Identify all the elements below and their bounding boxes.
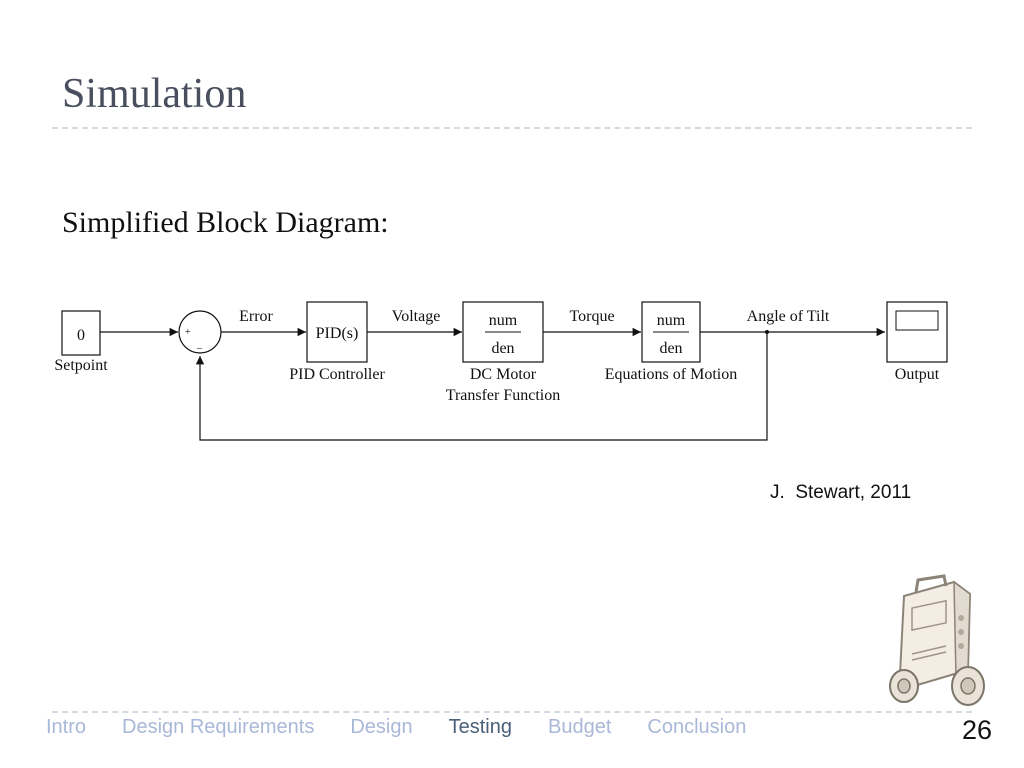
motor-caption-line1: DC Motor: [470, 366, 537, 383]
error-label: Error: [239, 308, 273, 325]
nav-item-budget[interactable]: Budget: [548, 716, 612, 738]
sum-minus-sign: –: [196, 343, 203, 354]
segway-robot-icon: [889, 574, 985, 706]
eom-caption: Equations of Motion: [605, 366, 737, 383]
page-number: 26: [962, 715, 993, 745]
angle-of-tilt-label: Angle of Tilt: [747, 308, 830, 325]
slide-title: Simulation: [62, 71, 247, 117]
feedback-loop: [195, 332, 768, 441]
pid-block: PID(s): [306, 301, 368, 363]
equations-of-motion-block: num den: [641, 301, 701, 363]
setpoint-block: 0: [61, 310, 101, 356]
setpoint-label: Setpoint: [54, 357, 108, 374]
motor-denominator: den: [491, 340, 514, 357]
nav-item-design[interactable]: Design: [350, 716, 413, 738]
footer-divider: [52, 711, 972, 713]
summing-junction: + –: [178, 310, 222, 354]
pid-caption: PID Controller: [289, 366, 385, 383]
pid-block-label: PID(s): [316, 325, 359, 342]
nav-item-design-requirements[interactable]: Design Requirements: [122, 716, 315, 738]
torque-label: Torque: [569, 308, 614, 325]
dc-motor-block: num den: [462, 301, 544, 363]
slide-subtitle: Simplified Block Diagram:: [62, 206, 389, 239]
nav-item-intro[interactable]: Intro: [46, 716, 87, 738]
motor-caption-line2: Transfer Function: [446, 387, 561, 404]
voltage-label: Voltage: [392, 308, 441, 325]
output-caption: Output: [895, 366, 940, 383]
eom-numerator: num: [657, 312, 686, 329]
image-credit: J. Stewart, 2011: [770, 482, 912, 503]
motor-numerator: num: [489, 312, 518, 329]
sum-plus-sign: +: [185, 327, 191, 338]
setpoint-value: 0: [77, 327, 85, 344]
output-scope-block: [886, 301, 948, 363]
title-divider: [52, 127, 972, 129]
section-nav: Intro Design Requirements Design Testing…: [46, 716, 782, 742]
eom-denominator: den: [659, 340, 682, 357]
nav-item-conclusion[interactable]: Conclusion: [647, 716, 747, 738]
nav-item-testing[interactable]: Testing: [448, 716, 512, 738]
